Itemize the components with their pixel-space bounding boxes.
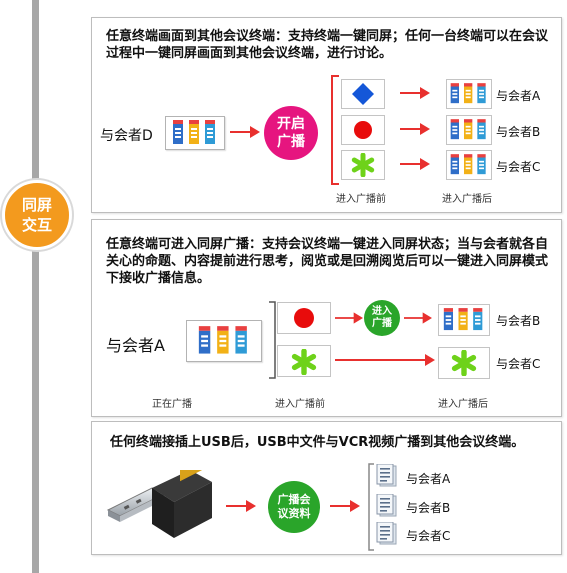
panel2-arrow-c: [335, 354, 435, 366]
section-badge: 同屏 交互: [2, 180, 72, 250]
panel3-circle-line2: 议资料: [277, 507, 311, 520]
panel1-arrow-c: [400, 156, 430, 172]
panel2-caption-now: 正在广播: [152, 399, 192, 410]
panel1-after-screen-a: [446, 79, 492, 109]
panel3-description: 任何终端接插上USB后，USB中文件与VCR视频广播到其他会议终端。: [110, 435, 525, 450]
panel2-target-b: 与会者B: [496, 314, 541, 328]
panel2-join-broadcast-button[interactable]: 进入 广播: [364, 300, 400, 336]
panel2-caption-after: 进入广播后: [438, 399, 488, 410]
panel2-target-c: 与会者C: [496, 357, 541, 371]
panel-join-broadcast: 任意终端可进入同屏广播：支持会议终端一键进入同屏状态；当与会者就各自关心的命题、…: [91, 219, 562, 417]
panel2-before-screen-c: [277, 345, 331, 377]
panel3-target-a: 与会者A: [406, 472, 451, 486]
panel1-caption-before: 进入广播前: [336, 194, 386, 205]
panel1-arrow-b: [400, 121, 430, 137]
panel2-arrow-b1: [335, 310, 363, 326]
panel2-before-screen-b: [277, 302, 331, 334]
panel2-after-screen-c: [438, 347, 490, 379]
document-icon-b: [376, 494, 398, 518]
panel1-target-a: 与会者A: [496, 89, 541, 103]
panel-screen-share: 任意终端画面到其他会议终端：支持终端一键同屏；任何一台终端可以在会议过程中一键同…: [91, 17, 562, 213]
panel1-source-screen: [165, 116, 225, 150]
panel2-source-screen: [186, 320, 262, 362]
panel1-after-screen-b: [446, 115, 492, 145]
usb-drive-icon: [106, 470, 212, 538]
panel1-start-broadcast-button[interactable]: 开启 广播: [264, 106, 318, 160]
document-icon-c: [376, 522, 398, 546]
panel3-circle-line1: 广播会: [277, 493, 311, 506]
panel1-description: 任意终端画面到其他会议终端：支持终端一键同屏；任何一台终端可以在会议过程中一键同…: [106, 29, 549, 61]
panel2-bracket: [269, 301, 276, 379]
panel-usb-broadcast: 任何终端接插上USB后，USB中文件与VCR视频广播到其他会议终端。 广播会 议…: [91, 421, 562, 555]
panel1-source-label: 与会者D: [100, 128, 153, 144]
panel1-target-b: 与会者B: [496, 125, 541, 139]
panel1-arrow-a: [400, 85, 430, 101]
panel2-after-screen-b: [438, 304, 490, 336]
panel2-arrow-b2: [404, 310, 432, 326]
panel3-broadcast-materials-button[interactable]: 广播会 议资料: [268, 481, 320, 533]
panel1-caption-after: 进入广播后: [442, 194, 492, 205]
panel1-bracket: [331, 75, 339, 185]
panel1-before-screen-b: [341, 115, 385, 145]
panel1-before-screen-c: [341, 150, 385, 180]
panel1-circle-line1: 开启: [277, 116, 305, 132]
timeline-bar: [32, 0, 39, 573]
document-icon-a: [376, 464, 398, 488]
badge-line2: 交互: [21, 216, 52, 234]
panel3-bracket: [368, 463, 374, 551]
panel2-circle-line2: 广播: [372, 318, 392, 329]
panel3-target-b: 与会者B: [406, 501, 451, 515]
badge-line1: 同屏: [21, 196, 52, 214]
panel1-target-c: 与会者C: [496, 160, 541, 174]
panel1-after-screen-c: [446, 150, 492, 180]
panel2-circle-line1: 进入: [372, 306, 392, 317]
panel1-before-screen-a: [341, 79, 385, 109]
panel3-arrow-2: [330, 498, 360, 514]
panel2-source-label: 与会者A: [106, 336, 165, 355]
panel2-caption-before: 进入广播前: [275, 399, 325, 410]
panel3-arrow-1: [226, 498, 256, 514]
panel3-target-c: 与会者C: [406, 529, 451, 543]
panel1-arrow-1: [230, 124, 260, 140]
panel2-description: 任意终端可进入同屏广播：支持会议终端一键进入同屏状态；当与会者就各自关心的命题、…: [106, 237, 549, 286]
panel1-circle-line2: 广播: [277, 134, 305, 150]
